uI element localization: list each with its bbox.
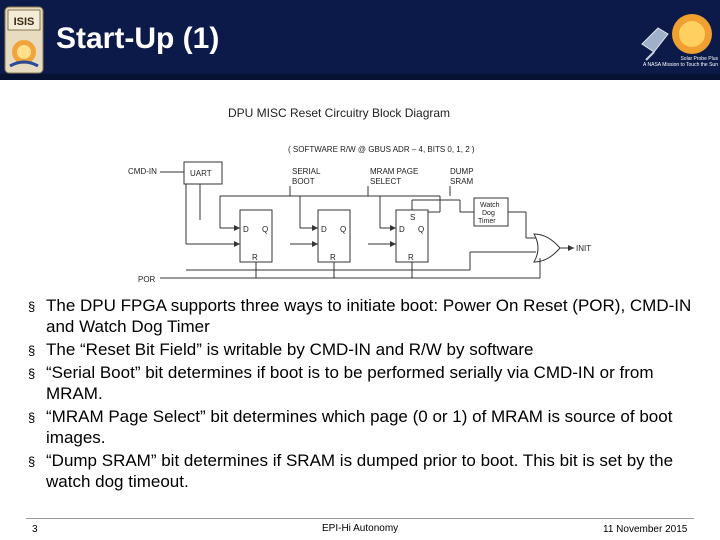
bullet-list: § The DPU FPGA supports three ways to ini… [28,295,698,494]
page-number: 3 [32,524,38,535]
header-band [0,74,720,80]
mram-select-flipflop [317,209,351,263]
isis-logo: ISIS [4,6,44,74]
dump-label-1: DUMP [450,167,474,176]
bullet-text: The “Reset Bit Field” is writable by CMD… [46,340,534,359]
bullet-item: § The “Reset Bit Field” is writable by CM… [28,339,698,360]
mram-label-1: MRAM PAGE [370,167,418,176]
bullet-text: “MRAM Page Select” bit determines which … [46,407,673,447]
slide-title: Start-Up (1) [56,22,220,55]
footer-divider [26,518,694,519]
software-note: ( SOFTWARE R/W @ GBUS ADR – 4, BITS 0, 1… [288,145,475,154]
uart-box [183,161,223,185]
logo-text: ISIS [14,16,35,28]
bullet-text: The DPU FPGA supports three ways to init… [46,296,692,336]
reset-block-diagram: ( SOFTWARE R/W @ GBUS ADR – 4, BITS 0, 1… [128,145,591,284]
ff2-d: D [321,225,327,234]
diagram-title: DPU MISC Reset Circuitry Block Diagram [228,106,451,120]
mram-label-2: SELECT [370,177,401,186]
ff3-r: R [408,253,414,262]
bullet-item: § “MRAM Page Select” bit determines which… [28,406,698,448]
probe-caption: Solar Probe Plus A NASA Mission to Touch… [606,56,718,68]
bullet-text: “Serial Boot” bit determines if boot is … [46,363,654,403]
watchdog-label-2: Dog [482,210,495,217]
serial-boot-label-1: SERIAL [292,167,321,176]
ff1-q: Q [262,225,268,234]
watchdog-box [473,197,509,227]
or-gate [533,233,561,263]
bullet-item: § “Dump SRAM” bit determines if SRAM is d… [28,450,698,492]
bullet-text: “Dump SRAM” bit determines if SRAM is du… [46,451,674,491]
serial-boot-label-2: BOOT [292,177,315,186]
ff3-q: Q [418,225,424,234]
bullet-item: § “Serial Boot” bit determines if boot is… [28,362,698,404]
uart-label: UART [190,169,212,178]
ff3-s: S [410,213,415,222]
solar-probe-logo [641,14,712,61]
section-bullet-icon: § [28,299,36,314]
ff1-d: D [243,225,249,234]
section-bullet-icon: § [28,410,36,425]
watchdog-label-1: Watch [480,202,500,209]
footer-date: 11 November 2015 [603,524,688,535]
ff3-d: D [399,225,405,234]
slide-header [0,0,720,80]
section-bullet-icon: § [28,366,36,381]
probe-caption-line1: Solar Probe Plus [680,56,718,62]
dump-label-2: SRAM [450,177,473,186]
section-bullet-icon: § [28,454,36,469]
init-label: INIT [576,244,591,253]
footer-title: EPI-Hi Autonomy [322,523,399,534]
ff2-q: Q [340,225,346,234]
probe-caption-line2: A NASA Mission to Touch the Sun [643,62,718,68]
cmd-in-label: CMD-IN [128,167,157,176]
watchdog-label-3: Timer [478,218,496,225]
por-label: POR [138,275,156,284]
bullet-item: § The DPU FPGA supports three ways to ini… [28,295,698,337]
section-bullet-icon: § [28,343,36,358]
ff2-r: R [330,253,336,262]
ff1-r: R [252,253,258,262]
